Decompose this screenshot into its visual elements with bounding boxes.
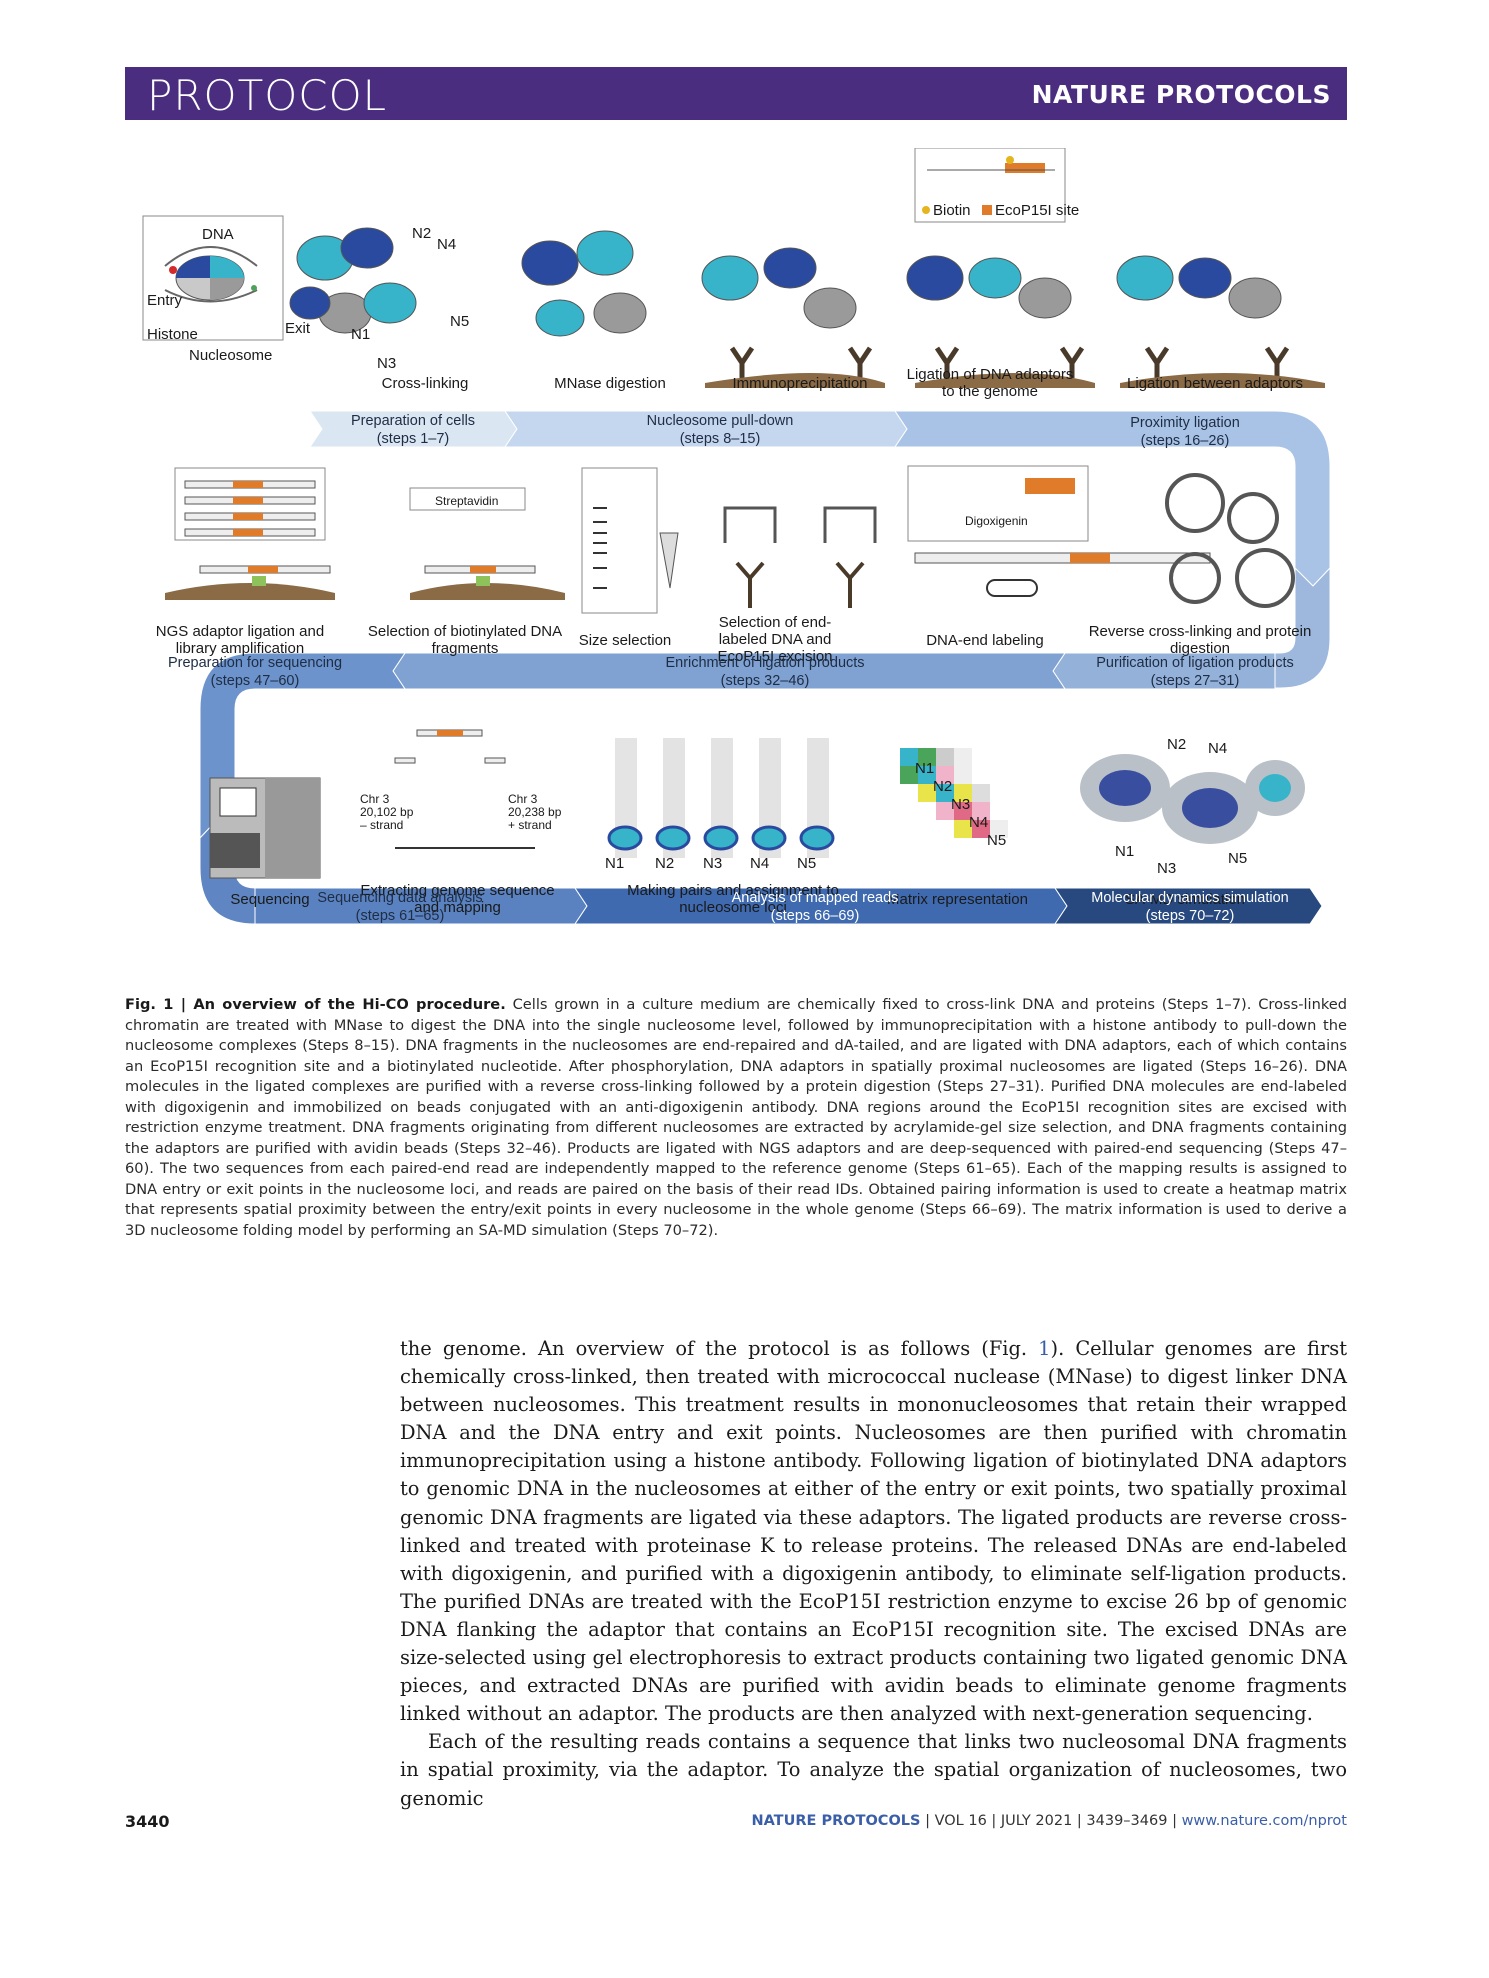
phase-preparation-for-sequencing: Preparation for sequencing(steps 47–60) [167,655,343,689]
step-extracting-mapping: Extracting genome sequence and mapping [360,882,555,916]
matrix-n3: N3 [951,796,971,813]
step-immunoprecipitation: Immunoprecipitation [732,375,868,392]
phase-enrichment: Enrichment of ligation products(steps 32… [665,655,865,689]
step-ligation-adaptors-genome: Ligation of DNA adaptors to the genome [906,366,1074,400]
figure-link[interactable]: 1 [1038,1337,1051,1360]
phase-preparation-of-cells: Preparation of cells(steps 1–7) [350,413,476,447]
page-number: 3440 [125,1812,170,1831]
paragraph-1: the genome. An overview of the protocol … [400,1337,1347,1726]
streptavidin-label: Streptavidin [435,494,499,508]
hi-co-overview-figure: DNA Entry Histone Exit Nucleosome N1 N2 … [125,148,1347,978]
flow-diagram-graphic [142,148,1331,925]
step-selection-biotinylated: Selection of biotinylated DNA fragments [367,623,563,657]
nucleosome-label: Nucleosome [189,347,273,364]
matrix-n2: N2 [933,778,953,795]
paragraph-2: Each of the resulting reads contains a s… [400,1730,1347,1810]
step-ngs-adaptor: NGS adaptor ligation and library amplifi… [155,623,325,657]
step-selection-end-labeled: Selection of end-labeled DNA and EcoP15I… [717,614,833,665]
md-n3: N3 [1157,860,1177,877]
matrix-n4: N4 [969,814,989,831]
phase-purification: Purification of ligation products(steps … [1096,655,1294,689]
journal-url[interactable]: www.nature.com/nprot [1181,1813,1347,1829]
pair-n4: N4 [750,855,770,872]
histone-label: Histone [147,326,198,343]
n2-label: N2 [412,225,432,242]
exit-label: Exit [285,320,311,337]
md-n2: N2 [1167,736,1187,753]
phase-proximity-ligation: Proximity ligation(steps 16–26) [1130,415,1240,449]
n4-label: N4 [437,236,457,253]
ecop15i-label: EcoP15I site [995,202,1080,219]
step-mnase: MNase digestion [554,375,666,392]
step-dna-end-labeling: DNA-end labeling [926,632,1044,649]
step-ligation-between-adaptors: Ligation between adaptors [1127,375,1303,392]
body-text: the genome. An overview of the protocol … [400,1335,1347,1813]
step-reverse-cross-linking: Reverse cross-linking and protein digest… [1088,623,1312,657]
step-making-pairs: Making pairs and assignment to nucleosom… [627,882,839,916]
pair-n5: N5 [797,855,817,872]
pair-n1: N1 [605,855,625,872]
caption-text: Cells grown in a culture medium are chem… [125,996,1348,1239]
md-n4: N4 [1208,740,1228,757]
n1-label: N1 [351,326,371,343]
footer-citation: NATURE PROTOCOLS | VOL 16 | JULY 2021 | … [751,1813,1347,1829]
entry-label: Entry [147,292,183,309]
journal-label: NATURE PROTOCOLS [1031,80,1331,109]
header-banner: PROTOCOL NATURE PROTOCOLS [125,67,1347,120]
section-label: PROTOCOL [147,71,388,120]
biotin-label: Biotin [933,202,971,219]
phase-nucleosome-pull-down: Nucleosome pull-down(steps 8–15) [646,413,794,447]
figure-caption: Fig. 1 | An overview of the Hi-CO proced… [125,995,1347,1241]
n3-label: N3 [377,355,397,372]
step-cross-linking: Cross-linking [381,375,469,392]
step-sequencing: Sequencing [230,891,310,908]
digoxigenin-label: Digoxigenin [965,514,1028,528]
phase-analysis-mapped-reads: Analysis of mapped reads(steps 66–69) [731,890,899,924]
step-size-selection: Size selection [578,632,672,649]
dna-label: DNA [202,226,234,243]
step-matrix: Matrix representation [887,891,1028,908]
phase-sequencing-analysis: Sequencing data analysis(steps 61–65) [317,890,483,924]
pair-n3: N3 [703,855,723,872]
matrix-n1: N1 [915,760,935,777]
pair-n2: N2 [655,855,675,872]
n5-label: N5 [450,313,470,330]
matrix-n5: N5 [987,832,1007,849]
step-sa-md: SA-MD simulation [1124,891,1246,908]
md-n5: N5 [1228,850,1248,867]
caption-label: Fig. 1 | An overview of the Hi-CO proced… [125,996,506,1013]
phase-md-simulation: Molecular dynamics simulation(steps 70–7… [1091,890,1289,924]
md-n1: N1 [1115,843,1135,860]
